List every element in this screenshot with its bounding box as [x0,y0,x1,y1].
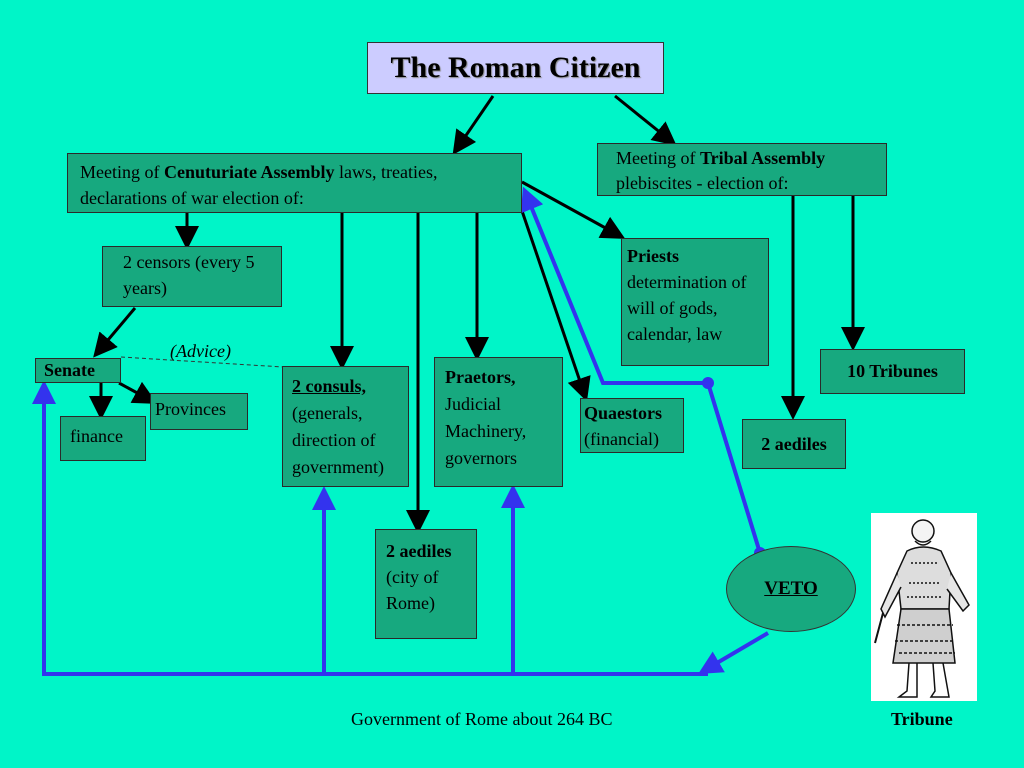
centuriate-suffix: laws, treaties, declarations of war elec… [80,162,438,209]
consuls-box: 2 consuls, (generals, direction of gover… [282,366,409,487]
veto-dot-top [702,377,714,389]
arrow-title-centuriate [452,95,495,155]
finance-box: finance [60,416,146,461]
tribunes-box: 10 Tribunes [820,349,965,394]
aediles-tribal-box: 2 aediles [742,419,846,469]
arrow-senate-provinces [118,381,158,404]
tribal-assembly-box: Meeting of Tribal Assembly plebiscites -… [597,143,887,196]
tribunes-text: 10 Tribunes [847,361,938,381]
veto-oval: VETO [726,546,856,632]
aediles-tribal-text: 2 aediles [761,434,827,454]
quaestors-desc: (financial) [584,429,659,450]
senate-text: Senate [44,360,95,380]
tribal-name: Tribal Assembly [699,148,826,168]
veto-line-to-centuriate [520,186,762,554]
tribune-figure-icon [871,513,977,701]
centuriate-name: Cenuturiate Assembly [163,162,335,182]
consuls-name: 2 consuls, [292,376,367,396]
tribune-label: Tribune [891,709,953,729]
centuriate-prefix: Meeting of [80,162,164,182]
veto-line-from-oval [698,631,770,675]
praetors-box: Praetors, Judicial Machinery, governors [434,357,563,487]
diagram-title: The Roman Citizen [367,42,664,94]
priests-name: Priests [627,246,679,266]
centuriate-assembly-box: Meeting of Cenuturiate Assembly laws, tr… [67,153,522,213]
advice-label: (Advice) [170,341,231,361]
censors-text: 2 censors (every 5 years) [123,252,255,299]
quaestors-name: Quaestors [584,403,662,423]
advice-dashed-line [120,356,284,368]
quaestors-box: Quaestors (financial) [580,398,684,453]
tribal-prefix: Meeting of [616,148,700,168]
aediles-city-box: 2 aediles (city of Rome) [375,529,477,639]
praetors-desc: Judicial Machinery, governors [445,394,527,468]
tribal-line2: plebiscites - election of: [616,173,789,194]
veto-text: VETO [764,578,818,599]
priests-desc: determination of will of gods, calendar,… [627,272,747,345]
arrow-censors-senate [93,307,137,358]
provinces-text: Provinces [155,399,226,419]
provinces-box: Provinces [150,393,248,430]
priests-box: Priests determination of will of gods, c… [621,238,769,366]
censors-box: 2 censors (every 5 years) [102,246,282,307]
arrow-centuriate-quaestors [518,204,591,402]
aediles-city-name: 2 aediles [386,541,452,561]
senate-box: Senate [35,358,121,383]
arrow-title-tribal [614,94,677,146]
praetors-name: Praetors, [445,367,516,387]
diagram-caption: Government of Rome about 264 BC [351,709,613,729]
consuls-desc: (generals, direction of government) [292,403,384,477]
aediles-city-desc: (city of Rome) [386,567,439,614]
finance-text: finance [70,426,123,446]
veto-line-bottom [32,380,708,676]
